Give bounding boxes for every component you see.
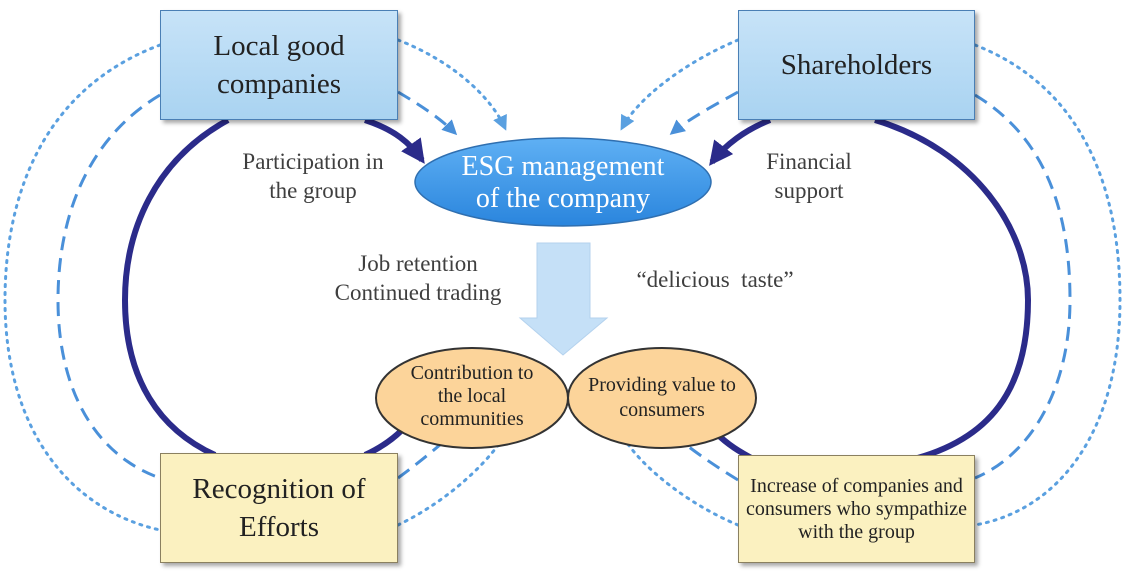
solid-loop-left-body (121, 117, 230, 458)
dotted-loop-left (3, 43, 162, 532)
local-companies-box: Local good companies (160, 10, 398, 120)
solid-loop-left (364, 117, 425, 164)
solid-loop-right-body (874, 117, 1032, 463)
contribution-label: Contribution to the local communities (410, 362, 534, 430)
increase-box: Increase of companies and consumers who … (738, 455, 975, 563)
shareholders-box: Shareholders (738, 10, 975, 120)
providing-value-ellipse (567, 347, 757, 449)
dashed-arrow-bottom-right (679, 438, 739, 482)
increase-label: Increase of companies and consumers who … (745, 474, 968, 543)
dotted-arrow-bottom-right (623, 438, 740, 527)
dotted-arrow-top-right (620, 38, 740, 131)
dashed-arrow-top-right (669, 90, 739, 135)
dotted-arrow-bottom-left (396, 433, 507, 527)
dotted-arrow-top-left (396, 38, 507, 131)
delicious-taste-label: “delicious taste” (636, 267, 794, 292)
solid-loop-left-bottom (363, 427, 405, 458)
local-companies-label: Local good companies (213, 30, 345, 100)
continued-trading-label: Continued trading (334, 280, 502, 305)
down-arrow (518, 242, 609, 356)
dotted-loop-right (973, 43, 1122, 527)
job-retention-label: Job retention (358, 251, 478, 276)
recognition-label: Recognition of Efforts (192, 473, 366, 543)
financial-support-label: Financial support (766, 149, 852, 203)
participation-label: Participation in the group (242, 149, 384, 203)
recognition-box: Recognition of Efforts (160, 453, 398, 563)
dashed-arrow-top-left (397, 90, 458, 136)
shareholders-label: Shareholders (780, 49, 933, 81)
providing-value-label: Providing value to consumers (588, 374, 736, 421)
esg-label: ESG management of the company (461, 151, 665, 214)
dashed-loop-left (56, 93, 161, 480)
dashed-loop-right (974, 93, 1072, 480)
solid-loop-right (709, 117, 772, 166)
esg-ellipse (414, 137, 712, 227)
